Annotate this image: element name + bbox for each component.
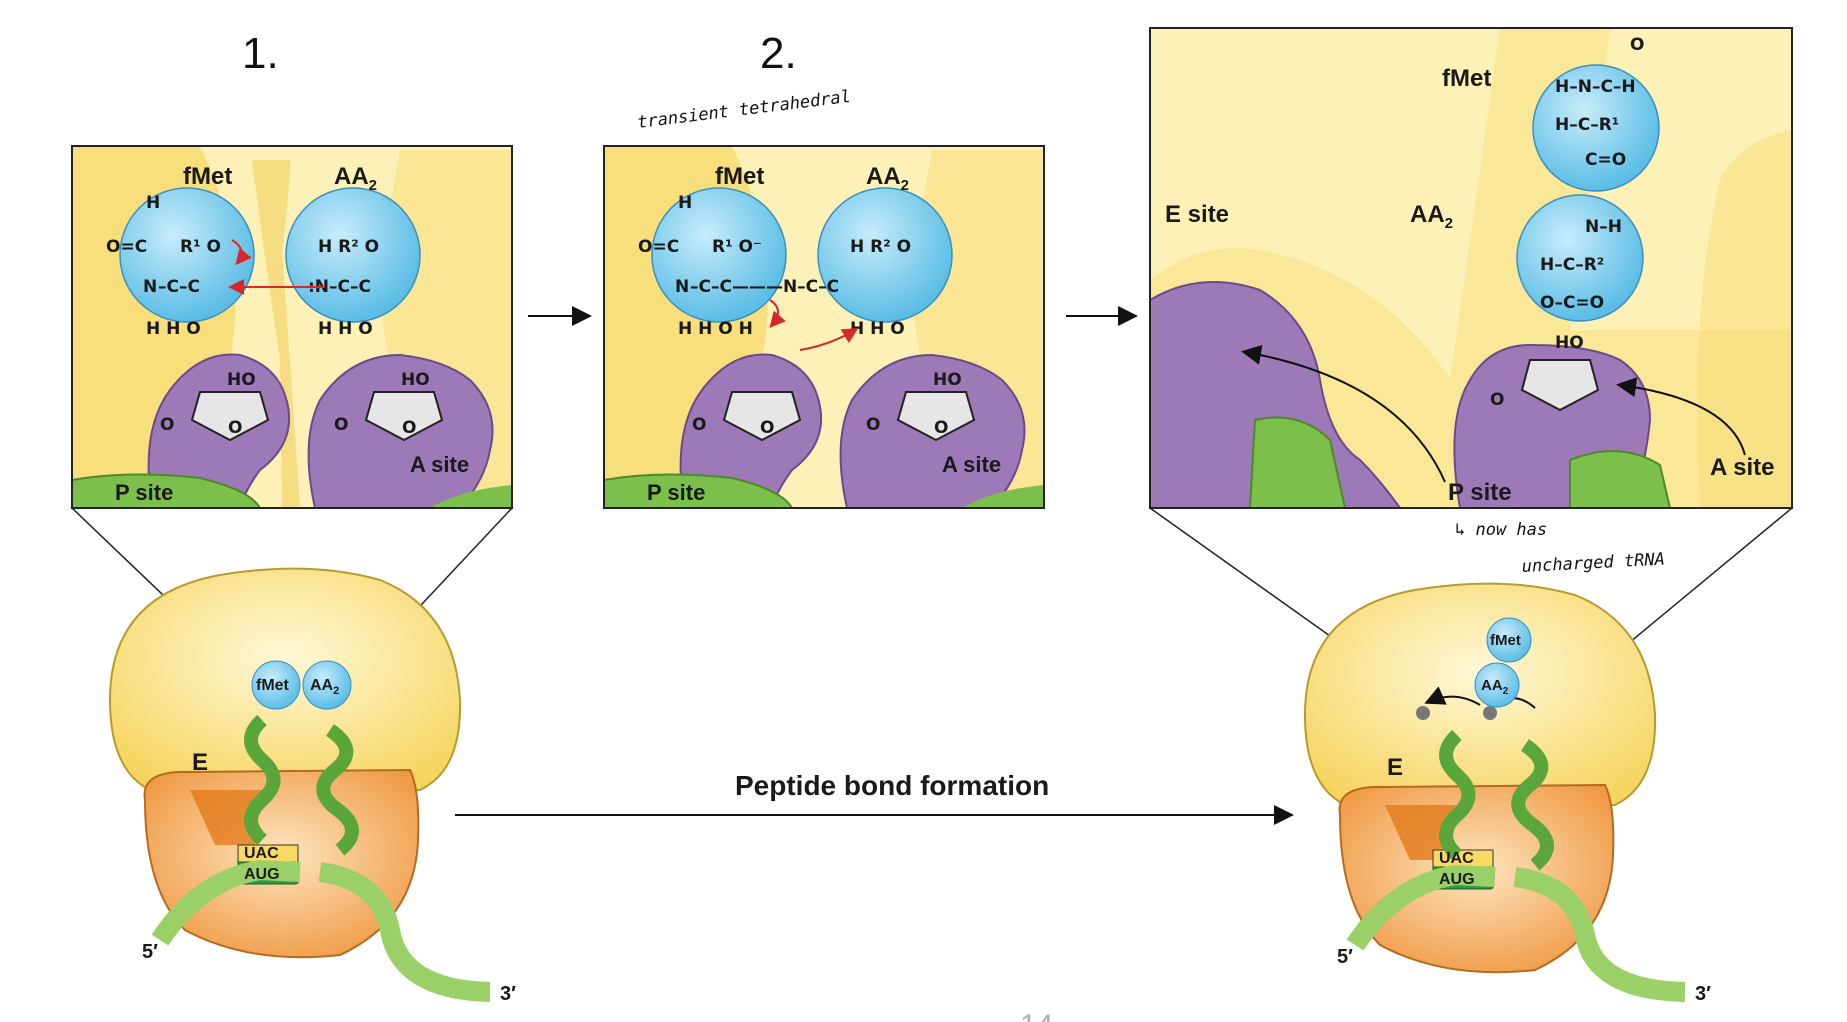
o-label: O: [760, 418, 774, 438]
step-label-2: 2.: [760, 29, 797, 78]
chem-hh: H H O H: [678, 319, 753, 339]
panel-1: HO HO O O O O O=C H N –C–C R¹ O H H O H …: [71, 145, 513, 509]
three-prime-label: 3′: [1695, 983, 1711, 1005]
ho-label: HO: [1555, 333, 1584, 353]
chem-bond: –C–C: [158, 277, 200, 297]
chem-r1: R¹ O: [180, 237, 221, 257]
o-label: O: [402, 418, 416, 438]
e-site-small-label: E: [1387, 754, 1403, 781]
o-label: O: [160, 415, 174, 435]
codon-label: AUG: [244, 866, 280, 883]
e-site-label: E site: [1165, 201, 1229, 228]
chem-bond: –C–C———N–C–C: [690, 277, 839, 297]
ho-label: HO: [933, 370, 962, 390]
chem-hh: H H O: [146, 319, 201, 339]
aa2-label: AA2: [866, 163, 909, 194]
page-number: 14: [1020, 1009, 1053, 1022]
chem-oc: O=C: [638, 237, 679, 257]
chem-hnch: H–N–C–H: [1555, 77, 1636, 97]
ho-label: HO: [227, 370, 256, 390]
aa2-label: AA2: [334, 163, 377, 194]
anticodon-label: UAC: [244, 845, 279, 862]
step-label-1: 1.: [242, 29, 279, 78]
o-label: O: [228, 418, 242, 438]
o-label: O: [334, 415, 348, 435]
chem-co: C=O: [1585, 150, 1626, 170]
chem-n-aa2: :N–C–C: [308, 277, 371, 297]
aa2-label: AA2: [1410, 201, 1453, 232]
o-label: O: [934, 418, 948, 438]
fmet-small-label: fMet: [1490, 632, 1521, 649]
chem-h-r2: H R² O: [850, 237, 911, 257]
chem-h: H: [678, 193, 692, 213]
five-prime-label: 5′: [142, 941, 158, 963]
a-site-label: A site: [942, 452, 1001, 477]
p-site-label: P site: [115, 480, 173, 505]
codon-label: AUG: [1439, 871, 1475, 888]
fmet-label: fMet: [183, 163, 232, 190]
aa2-small-label: AA2: [1481, 677, 1509, 697]
chem-n: N: [675, 277, 689, 297]
handwritten-uncharged-note: uncharged tRNA: [1521, 550, 1665, 577]
peptide-bond-label: Peptide bond formation: [735, 770, 1049, 801]
handwritten-now-has-note: ↳ now has: [1455, 520, 1547, 540]
ribosome-right: fMet AA2 E UAC AUG 5′ 3′: [1303, 582, 1711, 1005]
panel-3: O HO O H–N–C–H H–C–R¹ C=O N–H H–C–R² O–C…: [1149, 27, 1793, 509]
p-site-label: P site: [1448, 479, 1512, 506]
p-site-label: P site: [647, 480, 705, 505]
handwritten-transient-note: transient tetrahedral: [636, 87, 852, 133]
chem-h: H: [146, 193, 160, 213]
chem-hcr2: H–C–R²: [1540, 255, 1604, 275]
chem-o: O: [1630, 35, 1644, 55]
panel-2: HO O O O O O=C H N –C–C———N–C–C R¹ O⁻ H …: [603, 145, 1045, 509]
o-label: O: [866, 415, 880, 435]
o-label: O: [692, 415, 706, 435]
fmet-label: fMet: [1442, 65, 1491, 92]
three-prime-label: 3′: [500, 983, 516, 1005]
chem-oco: O–C=O: [1540, 293, 1604, 313]
chem-hcr1: H–C–R¹: [1555, 115, 1619, 135]
aa2-small-label: AA2: [310, 677, 339, 697]
o-label: O: [1490, 390, 1504, 410]
a-site-label: A site: [1710, 454, 1774, 481]
chem-n: N: [143, 277, 157, 297]
five-prime-label: 5′: [1337, 946, 1353, 968]
chem-hh-aa2: H H O: [850, 319, 905, 339]
ho-label: HO: [401, 370, 430, 390]
chem-h-r2: H R² O: [318, 237, 379, 257]
fmet-label: fMet: [715, 163, 764, 190]
ribosome-left: fMet AA2 E UAC AUG 5′ 3′: [108, 567, 516, 1005]
fmet-small-label: fMet: [256, 677, 290, 694]
chem-nh: N–H: [1585, 217, 1622, 237]
e-site-small-label: E: [192, 749, 208, 776]
anticodon-label: UAC: [1439, 850, 1474, 867]
chem-r1: R¹ O⁻: [712, 237, 762, 257]
chem-hh-aa2: H H O: [318, 319, 373, 339]
chem-oc: O=C: [106, 237, 147, 257]
a-site-label: A site: [410, 452, 469, 477]
